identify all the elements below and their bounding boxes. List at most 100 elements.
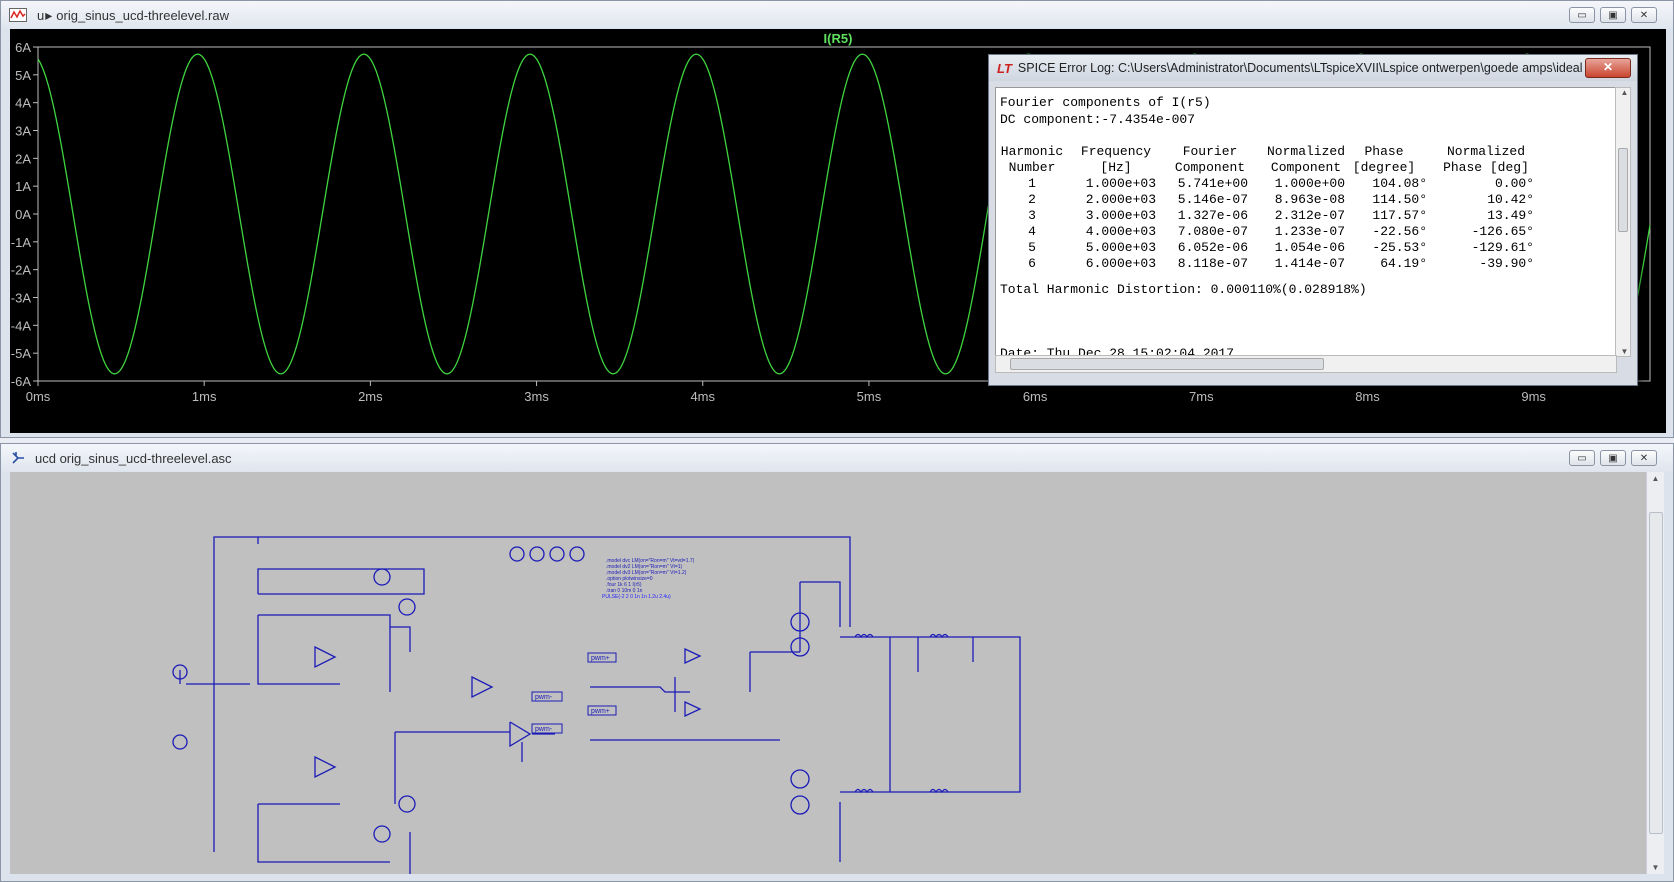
fourier-cell: 0.00° [1494, 176, 1534, 191]
error-log-titlebar[interactable]: LT SPICE Error Log: C:\Users\Administrat… [989, 55, 1637, 81]
ltspice-logo-icon: LT [997, 60, 1012, 76]
fourier-cell: 2.000e+03 [1085, 192, 1156, 207]
fourier-cell: 1 [1028, 176, 1036, 191]
pwm-plus-label-1: pwm+ [591, 655, 610, 662]
x-tick-label: 8ms [1355, 389, 1380, 404]
pwm-minus-label-1: pwm- [535, 694, 553, 701]
minimize-button[interactable]: ▭ [1569, 7, 1595, 23]
fourier-cell: 1.233e-07 [1274, 224, 1345, 239]
fourier-cell: 6.052e-06 [1177, 240, 1248, 255]
fourier-cell: Frequency [1080, 144, 1152, 159]
pwm-plus-label-2: pwm+ [591, 708, 610, 715]
spice-error-log-dialog: LT SPICE Error Log: C:\Users\Administrat… [988, 54, 1638, 386]
fourier-cell: 114.50° [1372, 192, 1427, 207]
fourier-cell: 13.49° [1487, 208, 1534, 223]
y-tick-label: -1A [11, 235, 32, 250]
x-tick-label: 2ms [358, 389, 383, 404]
pulse-source-text: PULSE(-2 2 0 1n 1n 1.2u 2.4u) [602, 594, 671, 600]
fourier-cell: 8.963e-08 [1274, 192, 1345, 207]
scroll-up-icon[interactable]: ▲ [1620, 88, 1629, 97]
schematic-close-button[interactable]: ✕ [1631, 450, 1657, 466]
y-tick-label: -2A [11, 263, 32, 278]
fourier-cell: 6 [1028, 256, 1036, 271]
y-tick-label: 6A [15, 40, 31, 55]
x-tick-label: 5ms [857, 389, 882, 404]
fourier-cell: 2 [1028, 192, 1036, 207]
dc-component: DC component:-7.4354e-007 [1000, 112, 1196, 127]
schematic-scroll-up-icon[interactable]: ▲ [1651, 474, 1660, 483]
fourier-cell: 104.08° [1372, 176, 1427, 191]
fourier-cell: 117.57° [1372, 208, 1427, 223]
directive-5: .four 1k 6 1 I(r5) [606, 582, 642, 588]
close-button[interactable]: ✕ [1631, 7, 1657, 23]
error-log-text[interactable]: Fourier components of I(r5) DC component… [995, 87, 1617, 357]
fourier-cell: 3 [1028, 208, 1036, 223]
x-tick-label: 3ms [524, 389, 549, 404]
fourier-cell: Number [1008, 160, 1056, 175]
fourier-cell: 4.000e+03 [1085, 224, 1156, 239]
schematic-scroll-down-icon[interactable]: ▼ [1651, 863, 1660, 872]
fourier-cell: 3.000e+03 [1085, 208, 1156, 223]
pwm-minus-label-2: pwm- [535, 726, 553, 733]
fourier-cell: Phase [1364, 144, 1404, 159]
y-tick-label: -4A [11, 318, 32, 333]
directive-6: .tran 0 10m 0 1n [606, 588, 643, 594]
fourier-cell: 1.000e+03 [1085, 176, 1156, 191]
y-tick-label: 5A [15, 68, 31, 83]
fourier-cell: 5.146e-07 [1177, 192, 1248, 207]
scroll-down-icon[interactable]: ▼ [1620, 347, 1629, 356]
fourier-cell: 2.312e-07 [1274, 208, 1345, 223]
schematic-app-icon [9, 450, 27, 466]
fourier-cell: 5.000e+03 [1085, 240, 1156, 255]
fourier-cell: -25.53° [1372, 240, 1427, 255]
fourier-cell: 1.054e-06 [1274, 240, 1345, 255]
fourier-cell: Component [1174, 160, 1246, 175]
error-log-hscroll[interactable] [995, 355, 1617, 373]
schematic-vscroll[interactable]: ▲ ▼ [1646, 472, 1664, 874]
fourier-cell: Fourier [1182, 144, 1238, 159]
fourier-cell: 8.118e-07 [1177, 256, 1248, 271]
error-log-title: SPICE Error Log: C:\Users\Administrator\… [1017, 61, 1598, 75]
fourier-cell: -129.61° [1471, 240, 1534, 255]
fourier-cell: 1.414e-07 [1274, 256, 1345, 271]
fourier-cell: 1.327e-06 [1177, 208, 1248, 223]
waveform-title-prefix: u [37, 7, 45, 23]
fourier-cell: [Hz] [1100, 160, 1132, 175]
fourier-cell: 5 [1028, 240, 1036, 255]
waveform-title: orig_sinus_ucd-threelevel.raw [56, 7, 229, 23]
directive-4: .option plotwinsize=0 [606, 576, 653, 582]
waveform-titlebar[interactable]: u ▸ orig_sinus_ucd-threelevel.raw ▭ ▣ ✕ [1, 1, 1673, 29]
schematic-restore-button[interactable]: ▣ [1600, 450, 1626, 466]
schematic-drawing[interactable]: pwm+ pwm+ pwm- pwm- .model dvc LM(on="Ro… [10, 472, 1648, 874]
schematic-canvas[interactable]: pwm+ pwm+ pwm- pwm- .model dvc LM(on="Ro… [10, 472, 1648, 874]
vscroll-thumb[interactable] [1618, 148, 1628, 232]
fourier-cell: Harmonic [1000, 144, 1064, 159]
fourier-cell: -39.90° [1479, 256, 1534, 271]
x-tick-label: 4ms [690, 389, 715, 404]
directive-1: .model dvc LM(on="Ron=m" Vt=vd=1.7) [606, 558, 695, 564]
x-tick-label: 9ms [1521, 389, 1546, 404]
directive-3: .model dv3 LM(on="Ron=m" Vt=1.2) [606, 570, 687, 576]
y-tick-label: -3A [11, 291, 32, 306]
error-log-vscroll[interactable]: ▲ ▼ [1615, 87, 1631, 357]
fourier-cell: 1.000e+00 [1274, 176, 1345, 191]
schematic-vscroll-thumb[interactable] [1649, 512, 1663, 834]
y-tick-label: 3A [15, 124, 31, 139]
trace-label[interactable]: I(R5) [823, 31, 853, 46]
fourier-cell: 64.19° [1380, 256, 1427, 271]
x-tick-label: 1ms [192, 389, 217, 404]
y-tick-label: 1A [15, 179, 31, 194]
schematic-titlebar[interactable]: ucd orig_sinus_ucd-threelevel.asc ▭ ▣ ✕ [1, 444, 1673, 472]
x-tick-label: 7ms [1189, 389, 1214, 404]
fourier-cell: Phase [deg] [1443, 160, 1529, 175]
schematic-minimize-button[interactable]: ▭ [1569, 450, 1595, 466]
error-log-close-button[interactable]: ✕ [1585, 58, 1631, 78]
fourier-cell: 7.080e-07 [1177, 224, 1248, 239]
fourier-cell: Normalized [1266, 144, 1345, 159]
directive-2: .model dv2 LM(on="Ron=m" Vt=1) [606, 564, 683, 570]
hscroll-thumb[interactable] [1010, 358, 1324, 370]
restore-button[interactable]: ▣ [1600, 7, 1626, 23]
fourier-cell: -22.56° [1372, 224, 1427, 239]
y-tick-label: 2A [15, 151, 31, 166]
fourier-cell: Normalized [1446, 144, 1525, 159]
